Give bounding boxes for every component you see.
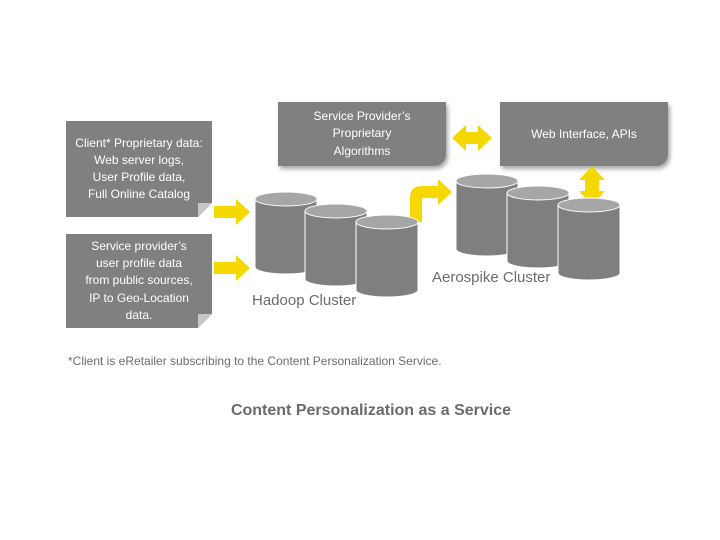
arrow-client-to-hadoop — [214, 199, 250, 225]
algorithms-box: Service Provider’s Proprietary Algorithm… — [278, 102, 446, 166]
hadoop-cylinder-top — [355, 214, 419, 230]
provider-data-line: Service provider’s — [91, 239, 187, 254]
aerospike-cylinder — [557, 197, 621, 281]
aerospike-cylinder-top — [557, 197, 621, 213]
client-data-line: Full Online Catalog — [87, 187, 191, 202]
footnote: *Client is eRetailer subscribing to the … — [68, 354, 442, 368]
client-data-line: Web server logs, — [94, 152, 184, 167]
aerospike-cluster-label: Aerospike Cluster — [432, 269, 551, 286]
client-data-line: User Profile data, — [92, 170, 186, 184]
client-data-line: Client* Proprietary data: — [75, 135, 203, 150]
arrow-aerospike-web-interface — [579, 166, 605, 205]
aerospike-cylinder — [455, 173, 519, 257]
algorithms-line: Algorithms — [333, 143, 391, 158]
web-interface-box: Web Interface, APIs — [500, 102, 668, 166]
provider-data-line: from public sources, — [85, 273, 193, 288]
arrow-provider-to-hadoop-shape — [214, 255, 250, 281]
aerospike-cylinder — [506, 185, 570, 269]
hadoop-cylinder-top — [254, 191, 318, 207]
hadoop-cluster-label: Hadoop Cluster — [252, 292, 357, 309]
hadoop-cylinder-body — [355, 221, 419, 298]
aerospike-cylinder-top — [506, 185, 570, 201]
arrow-hadoop-to-aerospike — [410, 179, 452, 222]
provider-data-line: data. — [125, 307, 153, 322]
aerospike-cylinder-top — [455, 173, 519, 189]
arrow-algorithms-web-interface-shape — [452, 125, 492, 151]
provider-data-line: IP to Geo-Location — [89, 290, 189, 305]
web-interface-label: Web Interface, APIs — [531, 127, 637, 141]
provider-data-box: Service provider’s user profile data fro… — [66, 234, 212, 328]
hadoop-cylinder — [355, 214, 419, 298]
arrow-hadoop-to-aerospike-shape — [410, 179, 452, 222]
aerospike-cylinder-body — [557, 204, 621, 281]
arrow-provider-to-hadoop — [214, 255, 250, 281]
algorithms-line: Service Provider’s — [313, 109, 411, 124]
client-data-box: Client* Proprietary data: Web server log… — [66, 121, 212, 217]
arrow-client-to-hadoop-shape — [214, 199, 250, 225]
hadoop-cylinder-top — [304, 203, 368, 219]
provider-data-line: user profile data — [95, 256, 183, 271]
diagram-caption: Content Personalization as a Service — [230, 402, 512, 419]
algorithms-line: Proprietary — [332, 126, 392, 141]
arrow-aerospike-web-interface-shape — [579, 166, 605, 205]
arrow-algorithms-web-interface — [452, 125, 492, 151]
